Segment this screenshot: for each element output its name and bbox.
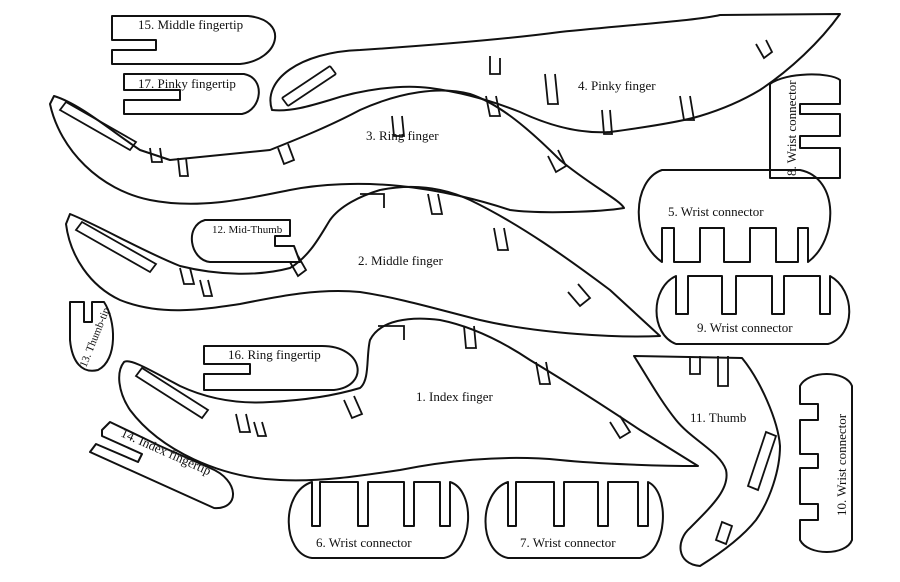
- part-17-pinky-fingertip: 17. Pinky fingertip: [123, 73, 260, 115]
- part-14-label: 14. Index fingertip: [119, 425, 214, 478]
- part-15-label: 15. Middle fingertip: [138, 17, 243, 32]
- part-8-wrist-connector: 8. Wrist connector: [769, 73, 841, 179]
- part-16-label: 16. Ring fingertip: [228, 347, 321, 362]
- part-14-index-fingertip: 14. Index fingertip: [89, 421, 234, 510]
- part-2-label: 2. Middle finger: [358, 253, 444, 268]
- part-12-label: 12. Mid-Thumb: [212, 224, 283, 236]
- part-7-wrist-connector: 7. Wrist connector: [484, 481, 664, 559]
- part-15-middle-fingertip: 15. Middle fingertip: [111, 15, 277, 65]
- part-16-ring-fingertip: 16. Ring fingertip: [203, 345, 359, 391]
- part-6-wrist-connector: 6. Wrist connector: [287, 481, 470, 559]
- part-1-label: 1. Index finger: [416, 389, 494, 404]
- part-13-thumb-tip: 13. Thumb-tip: [69, 301, 114, 372]
- part-5-wrist-connector: 5. Wrist connector: [637, 169, 832, 263]
- part-1-index-finger: 1. Index finger: [118, 317, 699, 482]
- part-9-label: 9. Wrist connector: [697, 320, 793, 335]
- part-10-wrist-connector: 10. Wrist connector: [799, 373, 853, 553]
- part-3-ring-finger: 3. Ring finger: [49, 89, 625, 214]
- part-11-thumb: 11. Thumb: [633, 355, 781, 567]
- part-10-label: 10. Wrist connector: [834, 413, 849, 516]
- part-4-label: 4. Pinky finger: [578, 78, 656, 93]
- part-3-label: 3. Ring finger: [366, 128, 439, 143]
- part-11-label: 11. Thumb: [690, 410, 746, 425]
- part-7-label: 7. Wrist connector: [520, 535, 616, 550]
- part-2-middle-finger: 2. Middle finger: [65, 185, 661, 338]
- part-8-label: 8. Wrist connector: [784, 80, 799, 176]
- part-17-label: 17. Pinky fingertip: [138, 76, 236, 91]
- part-9-wrist-connector: 9. Wrist connector: [655, 275, 851, 345]
- part-5-label: 5. Wrist connector: [668, 204, 764, 219]
- part-4-pinky-finger: 4. Pinky finger: [269, 13, 841, 135]
- part-12-mid-thumb: 12. Mid-Thumb: [190, 219, 301, 263]
- part-6-label: 6. Wrist connector: [316, 535, 412, 550]
